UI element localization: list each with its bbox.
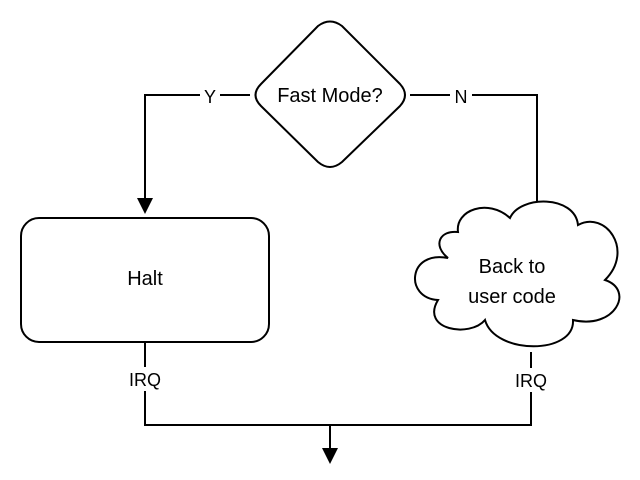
decision-diamond	[254, 20, 406, 168]
decision-label: Fast Mode?	[277, 85, 383, 107]
edge-decision-to-user-code: N	[410, 84, 545, 219]
edge-user-code-irq: IRQ	[330, 352, 554, 426]
back-to-user-code-label-line1: Back to	[479, 256, 546, 278]
cloud-shape	[414, 200, 621, 348]
halt-node: Halt	[20, 217, 270, 343]
edge-yes-label: Y	[204, 87, 216, 107]
edge-yes-label-bg	[200, 84, 220, 108]
edge-decision-to-halt: Y	[137, 84, 250, 214]
edge-halt-irq-label-bg	[122, 367, 168, 391]
edge-halt-irq: IRQ	[122, 342, 331, 450]
back-to-user-code-node: Back to user code	[414, 200, 621, 348]
edge-halt-irq-line	[144, 342, 331, 450]
arrowhead-output	[322, 448, 338, 464]
decision-node: Fast Mode?	[254, 20, 406, 168]
edge-halt-irq-label: IRQ	[129, 370, 161, 390]
edge-yes-line	[144, 94, 250, 200]
edge-no-line	[410, 94, 538, 205]
edge-user-code-irq-label: IRQ	[515, 371, 547, 391]
arrowhead-to-halt	[137, 198, 153, 214]
edge-user-code-irq-line	[330, 352, 532, 426]
edge-user-code-irq-label-bg	[508, 368, 554, 392]
back-to-user-code-label-line2: user code	[468, 286, 556, 308]
halt-label: Halt	[127, 268, 163, 290]
halt-box	[20, 217, 270, 343]
edge-no-label: N	[455, 87, 468, 107]
edge-no-label-bg	[450, 84, 472, 108]
